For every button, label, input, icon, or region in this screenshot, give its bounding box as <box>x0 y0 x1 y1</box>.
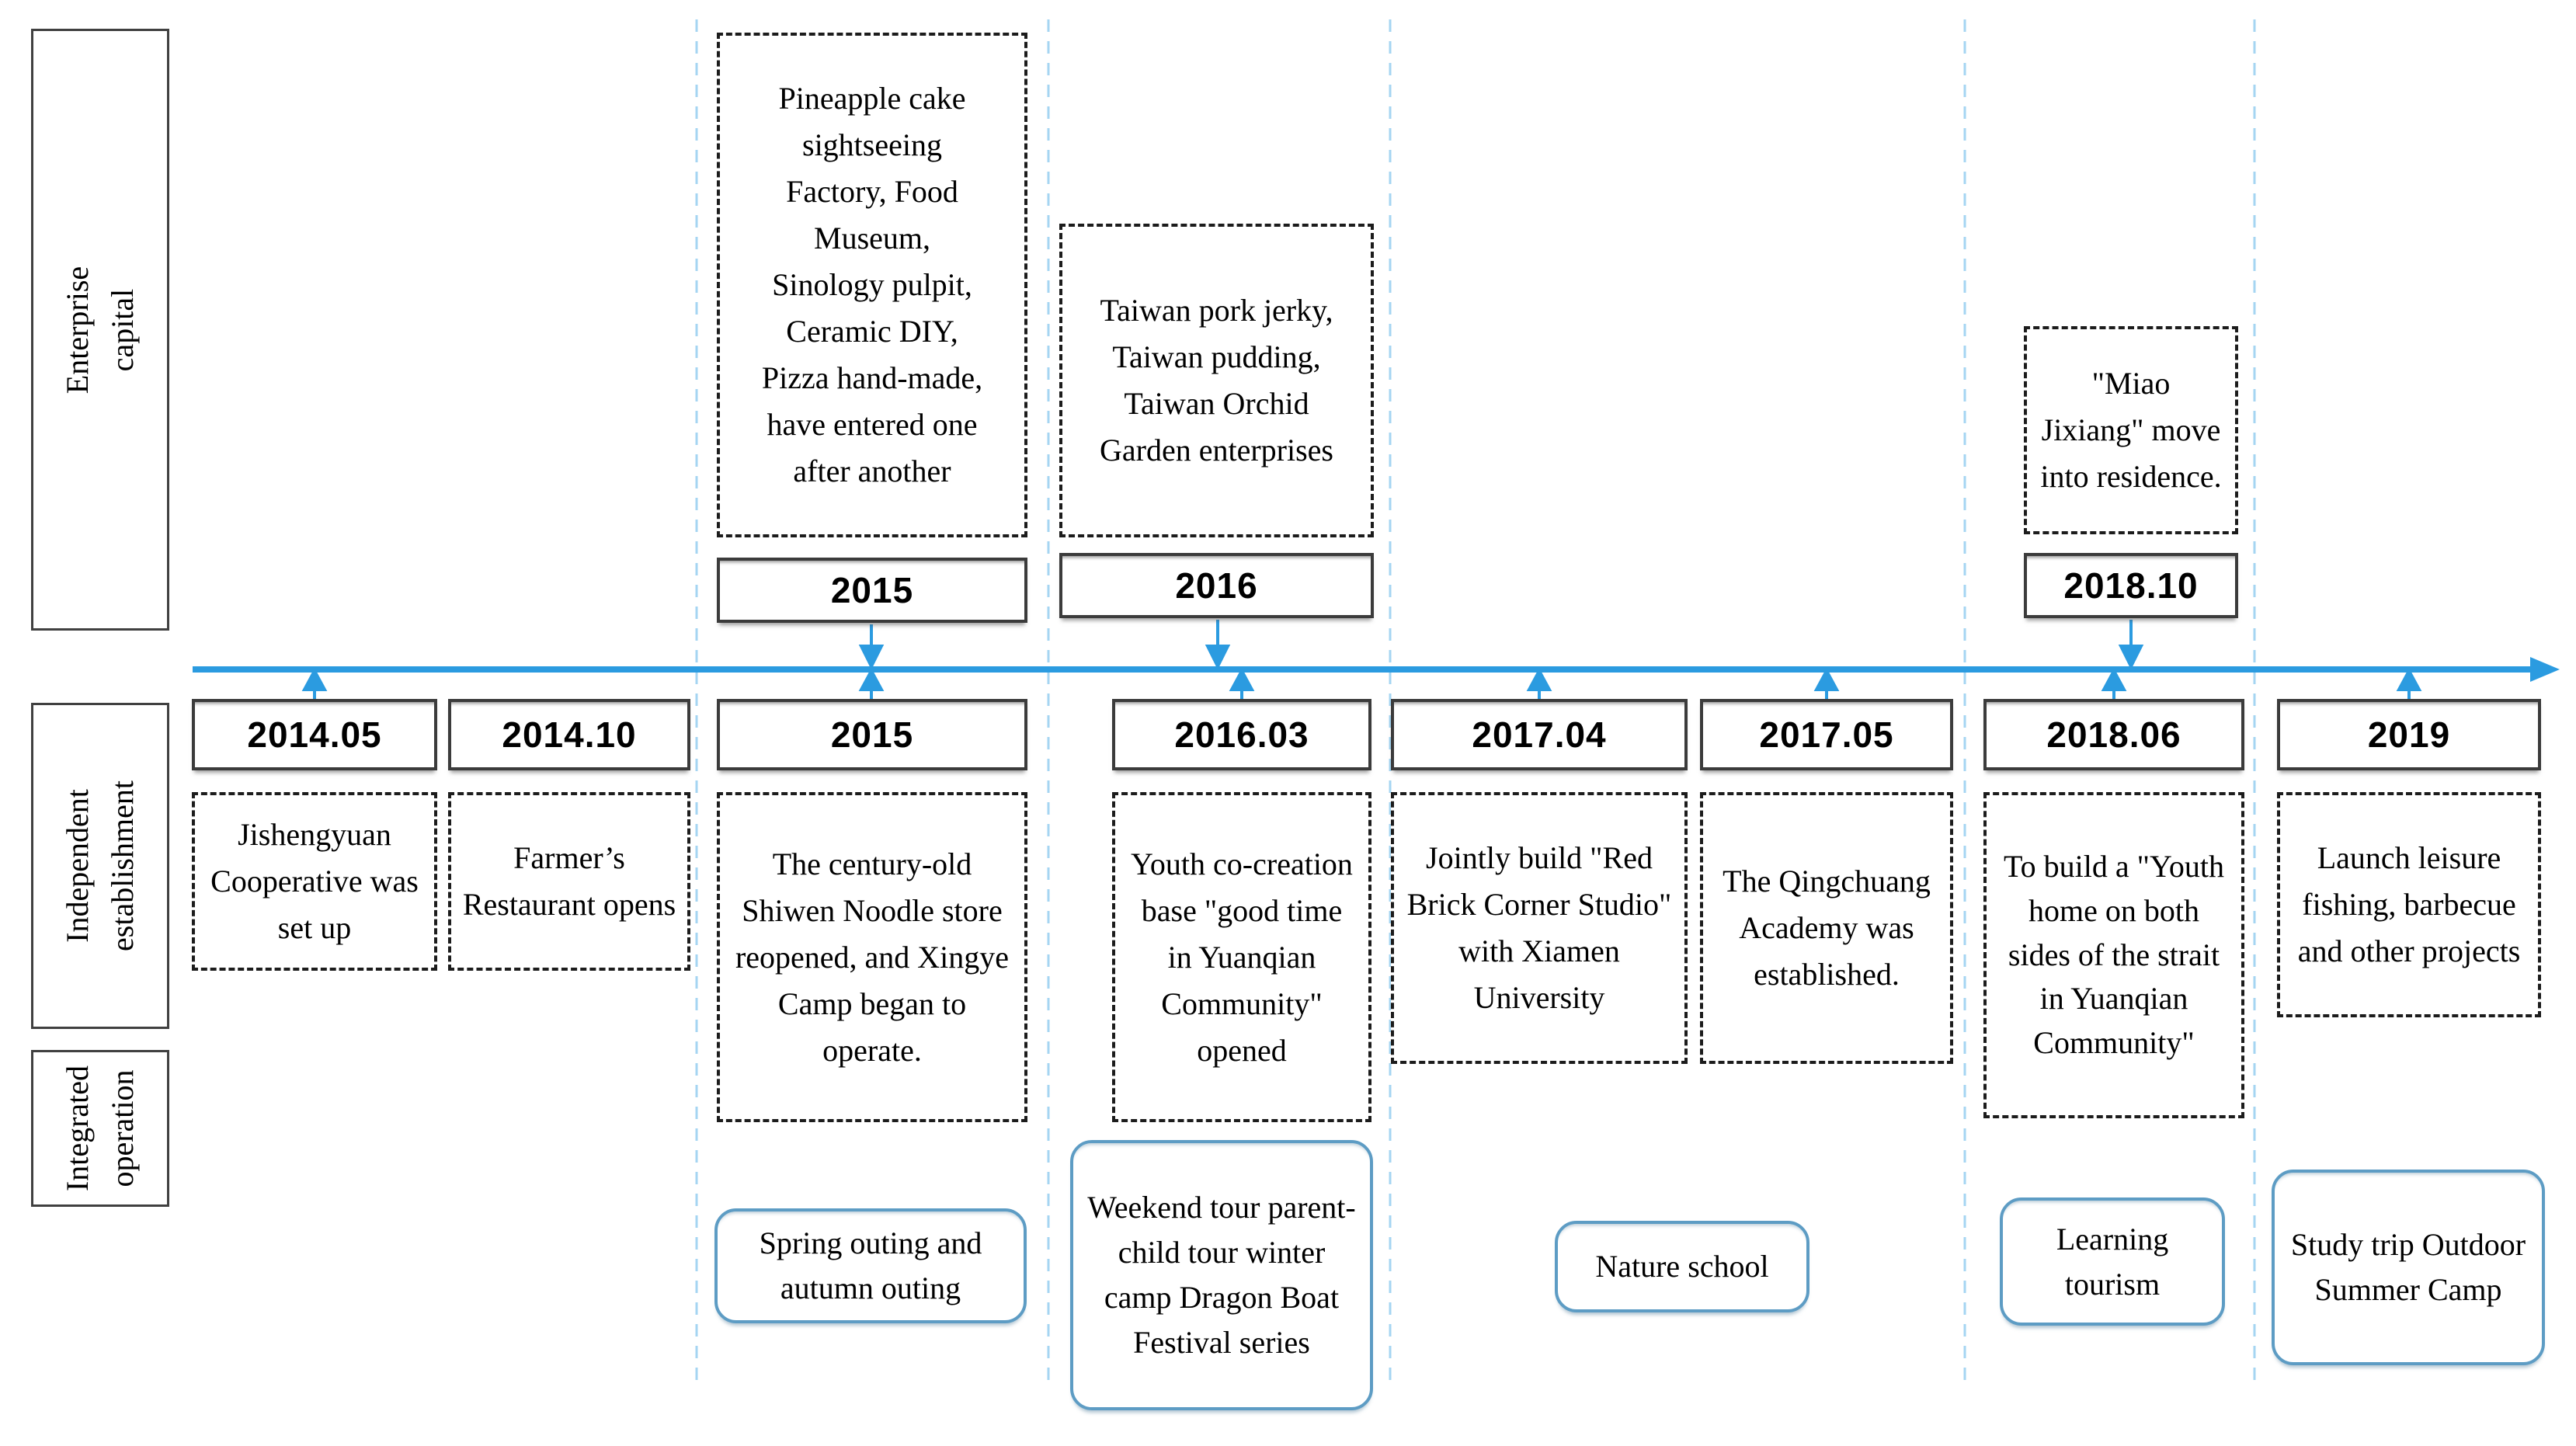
event-description-2016-03: Youth co-creation base "good time in Yua… <box>1112 792 1371 1122</box>
event-description-2014-05: Jishengyuan Cooperative was set up <box>192 792 437 971</box>
top-event-description-2016: Taiwan pork jerky, Taiwan pudding, Taiwa… <box>1059 224 1374 537</box>
event-description-2014-10: Farmer’s Restaurant opens <box>448 792 690 971</box>
top-event-description-2018-10: "Miao Jixiang" move into residence. <box>2024 326 2238 534</box>
timeline-axis <box>193 657 2560 682</box>
lane-label-enterprise-capital: Enterprise capital <box>31 29 169 631</box>
event-description-2018-06: To build a "Youth home on both sides of … <box>1983 792 2244 1118</box>
date-box-2017-04: 2017.04 <box>1391 699 1688 770</box>
date-box-2019: 2019 <box>2277 699 2541 770</box>
lane-label-independent-establishment: Independent establishment <box>31 703 169 1029</box>
top-event-date-2016: 2016 <box>1059 553 1374 618</box>
event-description-2017-05: The Qingchuang Academy was established. <box>1700 792 1953 1064</box>
lane-label-text: Enterprise capital <box>60 266 140 394</box>
operation-box-weekend-tour-series: Weekend tour parent-child tour winter ca… <box>1070 1140 1373 1410</box>
date-box-2018-06: 2018.06 <box>1983 699 2244 770</box>
up-arrows <box>301 667 2422 701</box>
date-box-2014-05: 2014.05 <box>192 699 437 770</box>
lane-label-integrated-operation: Integrated operation <box>31 1050 169 1207</box>
lane-label-text: Integrated operation <box>60 1065 140 1192</box>
down-arrows <box>858 620 2144 670</box>
top-event-date-2018-10: 2018.10 <box>2024 553 2238 618</box>
operation-box-study-trip-camp: Study trip Outdoor Summer Camp <box>2272 1170 2545 1365</box>
operation-box-nature-school: Nature school <box>1555 1221 1809 1312</box>
operation-box-spring-autumn-outing: Spring outing and autumn outing <box>714 1208 1027 1323</box>
top-event-description-2015: Pineapple cake sightseeing Factory, Food… <box>717 33 1027 537</box>
top-event-date-2015: 2015 <box>717 558 1027 623</box>
event-description-2019: Launch leisure fishing, barbecue and oth… <box>2277 792 2541 1017</box>
event-description-2015: The century-old Shiwen Noodle store reop… <box>717 792 1027 1122</box>
date-box-2017-05: 2017.05 <box>1700 699 1953 770</box>
lane-label-text: Independent establishment <box>60 780 141 951</box>
column-divider-lines <box>695 19 2256 1386</box>
date-box-2015: 2015 <box>717 699 1027 770</box>
timeline-arrowhead-icon <box>2530 657 2560 682</box>
operation-box-learning-tourism: Learning tourism <box>2000 1197 2225 1326</box>
date-box-2016-03: 2016.03 <box>1112 699 1371 770</box>
date-box-2014-10: 2014.10 <box>448 699 690 770</box>
event-description-2017-04: Jointly build "Red Brick Corner Studio" … <box>1391 792 1688 1064</box>
